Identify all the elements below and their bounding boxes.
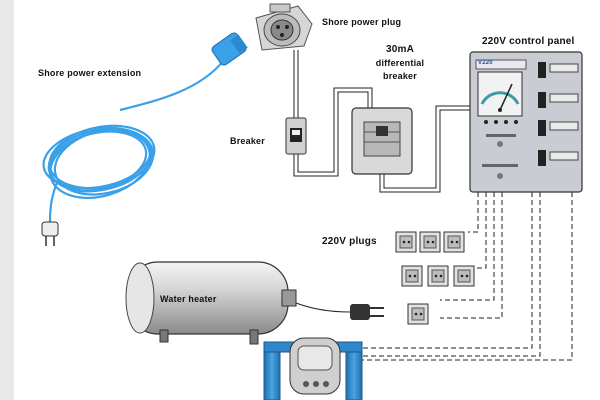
label-differential-breaker-line1: 30mA <box>385 44 415 55</box>
extension-plug-end <box>41 221 59 246</box>
socket-icon <box>427 265 449 287</box>
socket-group-top <box>395 231 465 253</box>
left-margin-strip <box>0 0 14 400</box>
socket-icon <box>453 265 475 287</box>
differential-breaker-icon <box>351 107 413 175</box>
label-breaker: Breaker <box>230 136 265 146</box>
socket-group-bottom <box>407 303 429 325</box>
heater-frame <box>263 337 363 400</box>
water-heater-icon <box>125 261 297 345</box>
socket-icon <box>419 231 441 253</box>
label-water-heater: Water heater <box>160 294 217 304</box>
heater-power-plug <box>350 304 384 320</box>
socket-icon <box>395 231 417 253</box>
wire-heater-cord <box>295 302 351 313</box>
label-shore-power-plug: Shore power plug <box>322 17 402 27</box>
extension-connector <box>211 32 248 66</box>
label-shore-power-extension: Shore power extension <box>38 68 142 78</box>
control-panel-icon <box>469 51 583 193</box>
extension-cable-icon <box>42 59 225 223</box>
breaker-icon <box>285 117 307 155</box>
socket-group-middle <box>401 265 475 287</box>
shore-plug-icon <box>255 3 313 51</box>
label-control-panel: 220V control panel <box>482 36 575 47</box>
panel-brand: V220 <box>478 60 493 66</box>
wire-panel-to-heater <box>362 192 573 361</box>
socket-icon <box>407 303 429 325</box>
wire-panel-to-plugs <box>440 192 503 319</box>
panel-switches <box>538 62 579 166</box>
label-220v-plugs: 220V plugs <box>322 236 377 247</box>
label-differential-breaker-line3: breaker <box>383 71 417 81</box>
wire-differential-to-panel <box>379 105 470 193</box>
wire-plug-to-breaker <box>293 50 299 118</box>
socket-icon <box>443 231 465 253</box>
socket-icon <box>401 265 423 287</box>
wire-breaker-to-differential <box>293 87 373 177</box>
label-differential-breaker-line2: differential <box>375 58 425 68</box>
